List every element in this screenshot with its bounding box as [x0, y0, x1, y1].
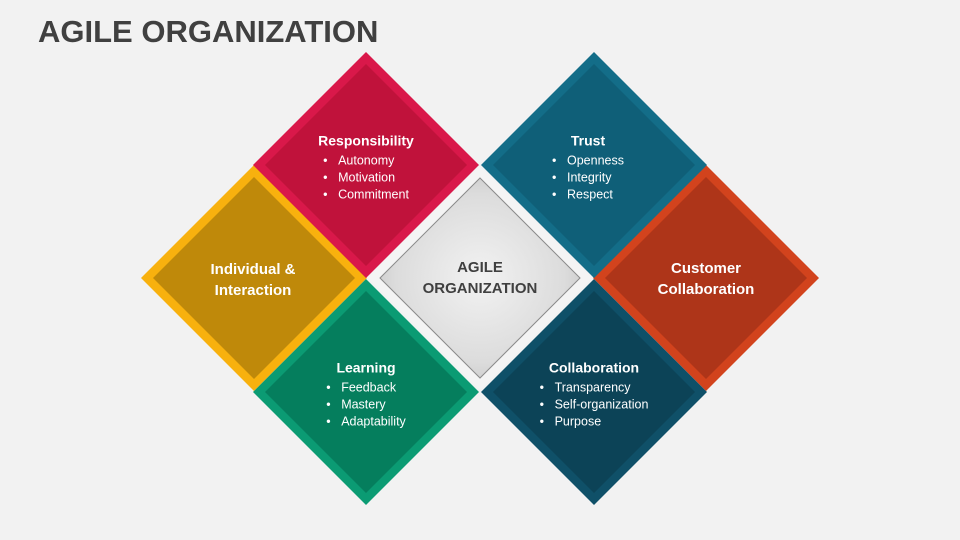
list-item: •Mastery [326, 397, 386, 412]
list-item: •Openness [552, 153, 624, 168]
list-item: •Feedback [326, 380, 397, 395]
collaboration-diamond [481, 279, 707, 505]
list-item: •Respect [552, 187, 613, 202]
center-diamond [368, 166, 592, 390]
slide-title: AGILE ORGANIZATION [38, 14, 379, 49]
list-item: •Adaptability [326, 414, 406, 429]
responsibility-list: •Autonomy •Motivation •Commitment [323, 153, 409, 204]
learning-block: Learning •Feedback •Mastery •Adaptabilit… [326, 360, 406, 431]
trust-diamond [481, 52, 707, 278]
individual-label: Individual & Interaction [210, 261, 296, 299]
list-item: •Commitment [323, 187, 409, 202]
collaboration-list: •Transparency •Self-organization •Purpos… [540, 380, 649, 431]
learning-list: •Feedback •Mastery •Adaptability [326, 380, 406, 431]
collaboration-block: Collaboration •Transparency •Self-organi… [540, 360, 649, 431]
list-item: •Motivation [323, 170, 396, 185]
list-item: •Transparency [539, 380, 631, 395]
responsibility-block: Responsibility •Autonomy •Motivation •Co… [318, 133, 414, 204]
list-item: •Integrity [552, 170, 612, 185]
learning-diamond [253, 279, 479, 505]
learning-heading: Learning [336, 359, 396, 376]
trust-list: •Openness •Integrity •Respect [552, 153, 624, 204]
collaboration-heading: Collaboration [548, 359, 640, 376]
customer-label: Customer Collaboration [657, 260, 755, 298]
list-item: •Purpose [539, 414, 602, 429]
trust-heading: Trust [570, 132, 606, 149]
responsibility-diamond [253, 52, 479, 278]
trust-block: Trust •Openness •Integrity •Respect [552, 133, 624, 204]
responsibility-heading: Responsibility [318, 132, 414, 149]
list-item: •Self-organization [539, 397, 649, 412]
center-label: AGILE ORGANIZATION [422, 259, 538, 297]
list-item: •Autonomy [323, 153, 395, 168]
